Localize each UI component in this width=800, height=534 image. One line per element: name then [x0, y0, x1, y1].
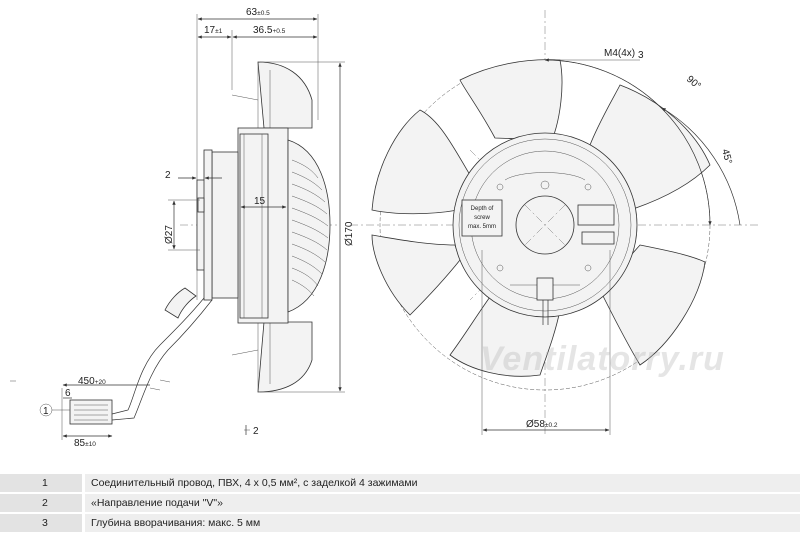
watermark: Ventilatorry.ru	[480, 340, 725, 378]
angle-45: 45°	[719, 148, 734, 165]
legend-row: 1 Соединительный провод, ПВХ, 4 х 0,5 мм…	[0, 474, 800, 492]
front-view: Depth of screw max. 5mm M4(4x) 3 90° 45°…	[350, 10, 760, 435]
screw-label: M4(4x)	[604, 48, 635, 59]
depth-note-line2: screw	[474, 215, 490, 221]
callout-2: 2	[253, 426, 259, 437]
legend-row: 2 «Направление подачи "V"»	[0, 494, 800, 512]
dim-overall-63: 63±0.5	[246, 7, 270, 18]
dim-gap-2: 2	[165, 170, 171, 181]
depth-note-line1: Depth of	[471, 206, 494, 212]
connection-cable	[69, 287, 213, 425]
dim-hub-17: 17±1	[204, 25, 223, 36]
dim-strip-6: 6	[65, 388, 71, 399]
dim-plug-85: 85±10	[74, 438, 96, 449]
legend-text: «Направление подачи "V"»	[85, 494, 800, 512]
dim-cable-450: 450+20	[78, 376, 106, 387]
legend-num: 3	[0, 514, 82, 532]
legend-num: 2	[0, 494, 82, 512]
legend-table: 1 Соединительный провод, ПВХ, 4 х 0,5 мм…	[0, 474, 800, 534]
angle-90: 90°	[684, 74, 703, 92]
depth-note-line3: max. 5mm	[468, 224, 496, 230]
callout-3: 3	[638, 50, 644, 61]
dim-dia-170: Ø170	[344, 221, 355, 246]
callout-1: 1	[43, 406, 49, 417]
legend-text: Соединительный провод, ПВХ, 4 х 0,5 мм²,…	[85, 474, 800, 492]
legend-text: Глубина вворачивания: макс. 5 мм	[85, 514, 800, 532]
technical-drawing: 63±0.5 17±1 36.5+0.5	[10, 7, 760, 449]
dim-15: 15	[254, 196, 266, 207]
dim-body-36-5: 36.5+0.5	[253, 25, 286, 36]
dim-dia-27: Ø27	[164, 225, 175, 244]
rotor-ribs	[291, 159, 329, 297]
legend-row: 3 Глубина вворачивания: макс. 5 мм	[0, 514, 800, 532]
side-view: 63±0.5 17±1 36.5+0.5	[10, 7, 355, 449]
dim-dia-58: Ø58±0.2	[526, 419, 558, 430]
legend-num: 1	[0, 474, 82, 492]
